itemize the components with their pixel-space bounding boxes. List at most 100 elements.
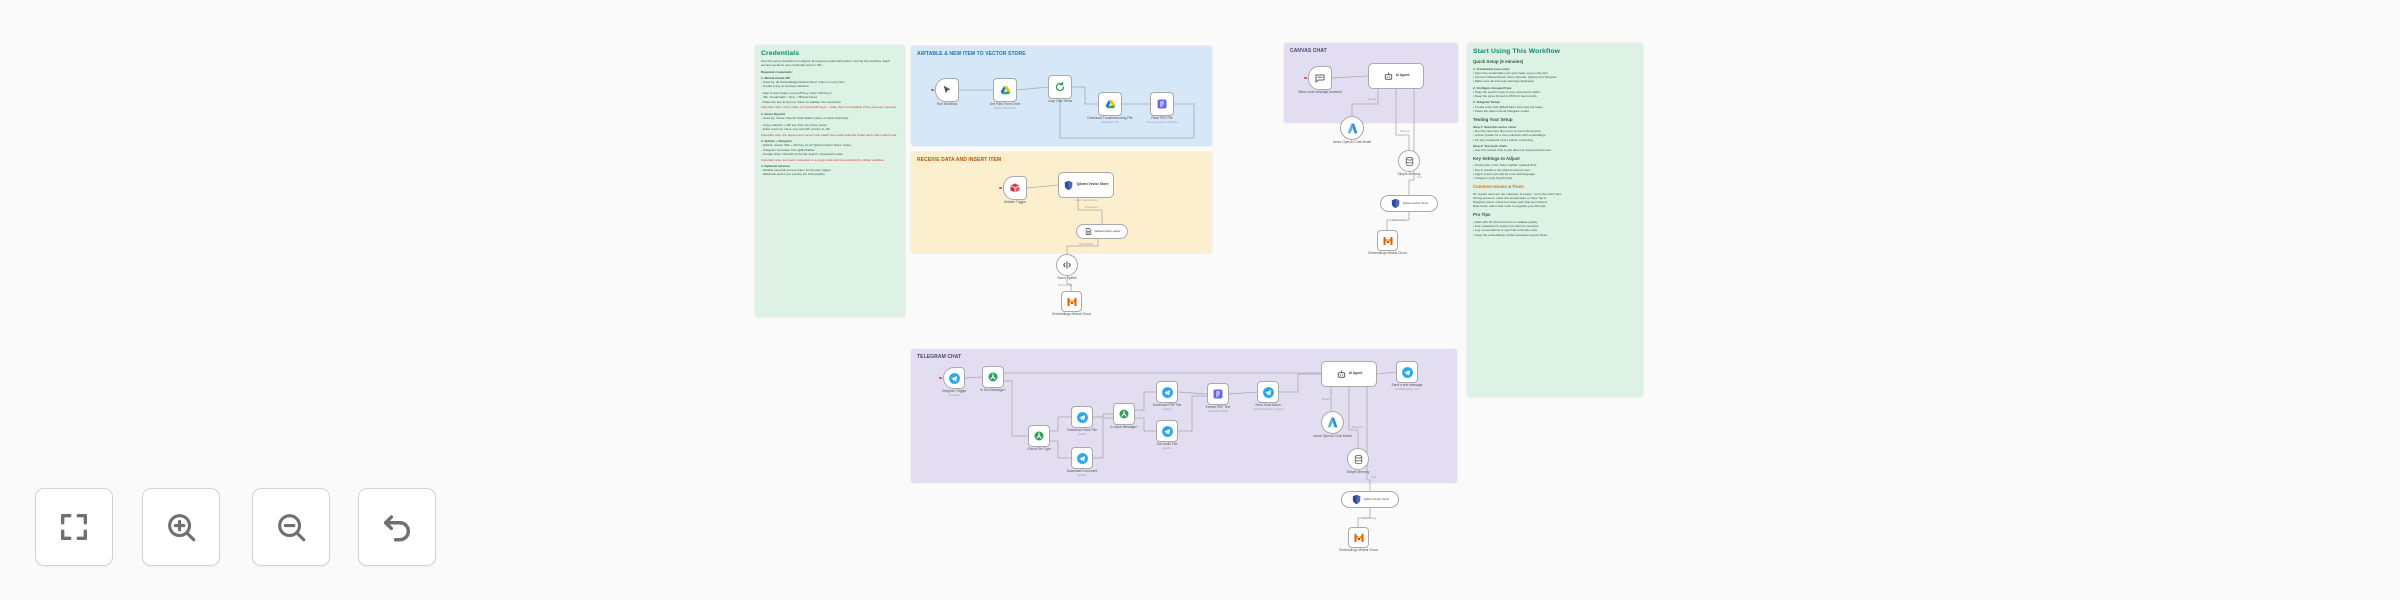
node-sublabel: getFile <box>1077 472 1087 477</box>
node-inline-text: AI Agent <box>1348 371 1363 376</box>
node-embeddings-mistral-2[interactable]: Embeddings Mistral Cloud <box>1368 230 1407 254</box>
svg-text:Embedding: Embedding <box>1362 516 1377 520</box>
node-ai-agent-1[interactable]: AI Agent <box>1368 63 1424 89</box>
google-drive-icon <box>999 84 1012 97</box>
sticky-text-line: 2. Configure Google Drive: <box>1473 85 1513 90</box>
node-run-workflow[interactable]: Run Workflow <box>931 78 959 105</box>
sticky-text-line: • Paste the token into all Telegram node… <box>1473 108 1530 113</box>
node-ai-agent-2[interactable]: AI Agent <box>1321 361 1377 387</box>
svg-text:Memory: Memory <box>1400 129 1411 133</box>
sticky-text-line: • Agent system prompt for tone and langu… <box>1473 172 1535 177</box>
node-label: When chat message received <box>1298 89 1342 94</box>
svg-text:Tool: Tool <box>1371 475 1377 479</box>
node-label: Azure OpenAI Chat Model <box>1332 139 1372 144</box>
node-qdrant-retrieve-1[interactable]: Qdrant Vector Store <box>1380 195 1438 212</box>
sticky-text-line: 3. Telegram Setup: <box>1473 100 1501 105</box>
trigger-input-dot <box>1304 76 1307 80</box>
sticky-text-line: - Webhook auth if you expose the chat pu… <box>761 172 825 177</box>
node-azure-chat-2[interactable]: Azure OpenAI Chat Model <box>1313 411 1352 437</box>
sticky-text-line: Pro Tips <box>1473 212 1491 218</box>
trigger-input-dot <box>999 186 1002 190</box>
telegram-icon <box>1401 366 1414 379</box>
node-simple-memory-1[interactable]: Simple Memory <box>1398 150 1420 175</box>
svg-text:Model: Model <box>1368 97 1376 101</box>
sticky-text-line: - Copy endpoint + API key from the Azure… <box>761 122 827 127</box>
node-label: Simple Memory <box>1346 469 1370 474</box>
sticky-text-line: • Connect Mistral Cloud, Azure OpenAI, Q… <box>1473 75 1558 80</box>
node-label: Embeddings Mistral Cloud <box>1052 311 1091 316</box>
zoom-out-button[interactable] <box>252 488 330 566</box>
mistral-icon <box>1382 235 1394 247</box>
node-label: Simple Memory <box>1397 171 1421 176</box>
node-check-file-type[interactable]: Check File Type <box>1027 425 1051 450</box>
node-embeddings-mistral-1[interactable]: Embeddings Mistral Cloud <box>1052 291 1091 315</box>
node-inline-text: AI Agent <box>1395 73 1410 78</box>
node-label: Run Workflow <box>936 101 958 106</box>
sticky-text-line: - Telegram: bot token from @BotFather <box>761 147 815 152</box>
sticky-text-line: • Point the search node to your document… <box>1473 89 1540 94</box>
node-qdrant-retrieve-2[interactable]: Qdrant Vector Store <box>1341 491 1399 508</box>
fit-button[interactable] <box>35 488 113 566</box>
node-label: Is Voice Message? <box>1110 424 1138 429</box>
node-sublabel: extractFromFile <box>1207 408 1229 413</box>
node-label: Is Text Message? <box>980 387 1006 392</box>
node-inline-text: Qdrant Vector Store <box>1402 200 1429 205</box>
node-embeddings-mistral-3[interactable]: Embeddings Mistral Cloud <box>1339 527 1378 551</box>
node-default-data-loader[interactable]: Default Data Loader <box>1076 224 1128 239</box>
node-is-text-message[interactable]: Is Text Message? <box>980 366 1006 391</box>
node-is-voice-message[interactable]: Is Voice Message? <box>1110 403 1138 428</box>
sticky-note-receive-insert[interactable]: RECEIVE DATA AND INSERT ITEM <box>911 152 1212 253</box>
sticky-text-line: Key Settings to Adjust <box>1473 155 1520 161</box>
sticky-text-line: • Start with 10-20 documents to validate… <box>1473 219 1538 224</box>
sticky-text-line: - Qdrant: cluster URL + API key for all … <box>761 143 852 148</box>
sticky-text-line: Common Issues & Fixes <box>1473 184 1524 190</box>
node-simple-memory-2[interactable]: Simple Memory <box>1347 448 1369 473</box>
node-label: Airtable Trigger <box>1003 199 1027 204</box>
sticky-text-line: Required credentials: <box>761 69 793 74</box>
trigger-input-dot <box>939 376 942 380</box>
svg-text:Embedding: Embedding <box>1058 283 1073 287</box>
sticky-text-line: 4. Optional services <box>761 163 791 168</box>
zoom-in-button[interactable] <box>142 488 220 566</box>
node-inline-text: Qdrant Vector Store <box>1076 182 1109 187</box>
node-azure-chat-1[interactable]: Azure OpenAI Chat Model <box>1333 116 1371 143</box>
sticky-text-line: • Keep the embeddings model consistent a… <box>1473 232 1547 237</box>
node-token-splitter[interactable]: Token Splitter <box>1056 254 1078 279</box>
sticky-text-line: • Keep file types limited to PDF for bes… <box>1473 94 1537 99</box>
svg-text:Embedding: Embedding <box>1392 218 1407 222</box>
sticky-title: CANVAS CHAT <box>1290 48 1327 54</box>
undo-button[interactable] <box>358 488 436 566</box>
svg-text:Document: Document <box>1085 205 1098 209</box>
sticky-text-line: • Top-K results in the Qdrant retriever … <box>1473 167 1530 172</box>
node-sublabel: only processes new files <box>1146 119 1178 124</box>
node-label: Check File Type <box>1027 446 1051 451</box>
telegram-icon <box>1161 386 1174 399</box>
sticky-text-line: Rate limits: add a wait node or upgrade … <box>1473 204 1547 209</box>
node-chat-trigger[interactable]: When chat message received <box>1298 66 1342 93</box>
node-airtable-trigger[interactable]: Airtable Trigger <box>999 176 1027 203</box>
svg-text:Memory: Memory <box>1352 425 1363 429</box>
node-loop-items[interactable]: Loop Over Items <box>1048 75 1072 102</box>
zoom-in-icon <box>164 510 198 544</box>
sticky-text-line: - Used by: 'Azure OpenAI Chat Model' nod… <box>761 115 849 120</box>
robot-icon <box>1383 71 1394 82</box>
